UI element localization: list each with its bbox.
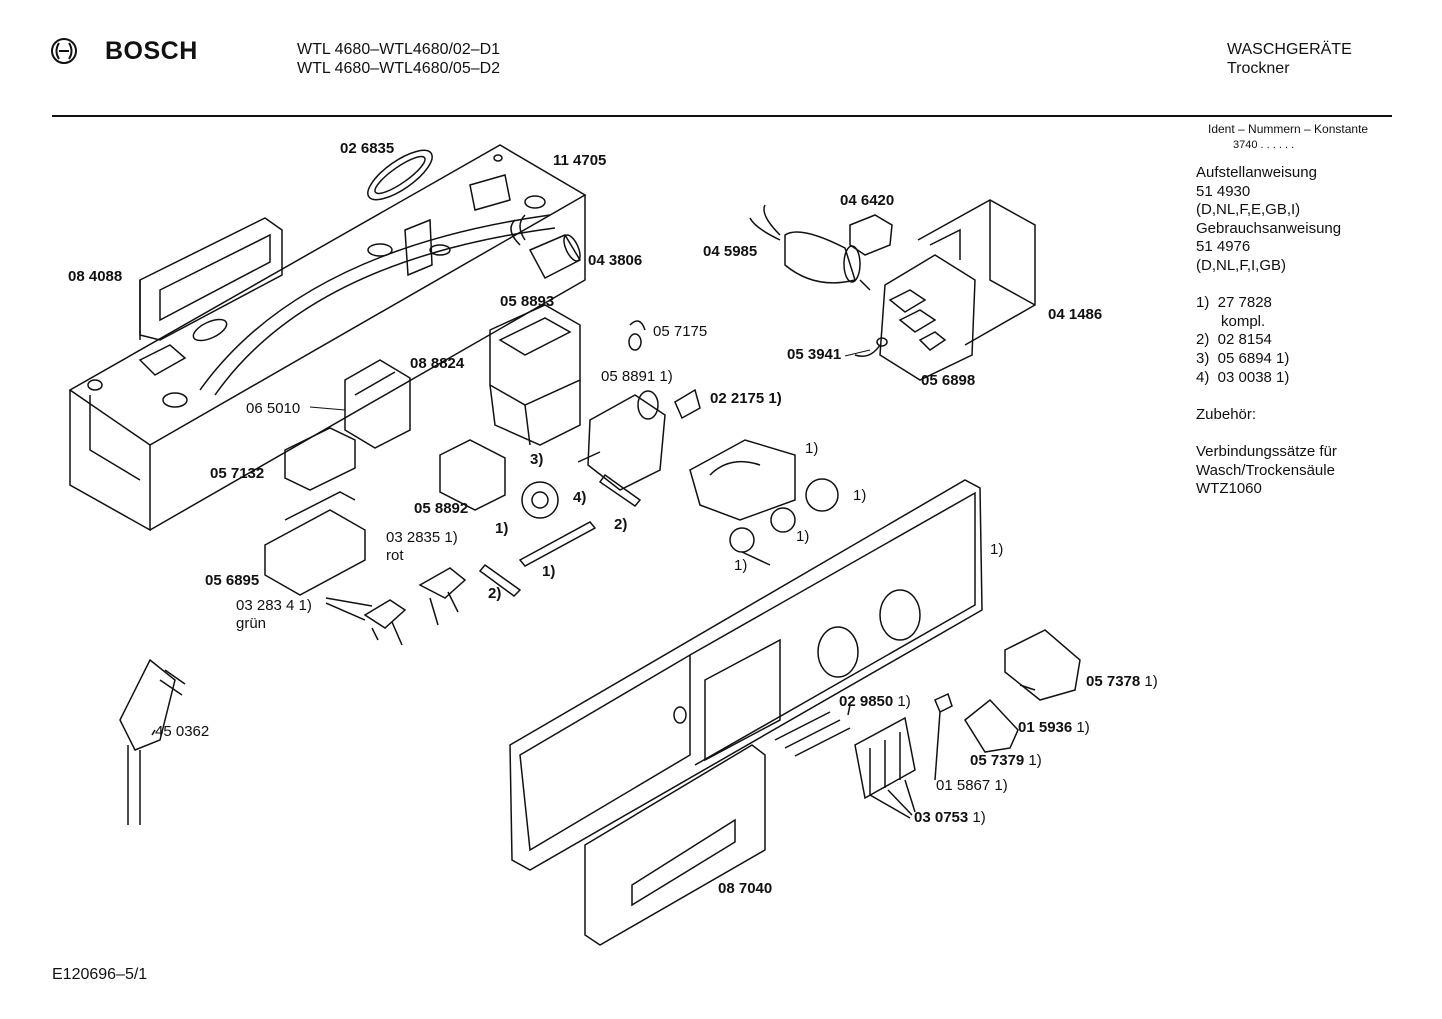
sidebar-note-line: Gebrauchsanweisung [1196,219,1342,237]
part-label: 05 6898 [921,372,976,389]
part-label: 05 8891 1) [601,368,673,385]
clip-part [674,388,701,420]
leader-lines [309,349,871,411]
sidebar-note-line: 1) 27 7828 [1196,294,1272,312]
part-label: 03 0753 1) [914,809,986,826]
part-label: 3) [530,451,544,468]
sidebar-note-line: kompl. [1196,312,1266,330]
drawing-code: E120696–5/1 [52,966,148,983]
sidebar-note-line: Wasch/Trockensäule [1196,461,1335,479]
part-label: 04 6420 [840,192,895,209]
part-label: 04 5985 [703,243,758,260]
header-divider [52,115,1392,117]
part-label: 1) [805,440,819,457]
control-bracket-part [68,144,587,532]
sidebar-note-line: 3) 05 6894 1) [1196,349,1290,367]
part-label: 05 6895 [205,572,260,589]
lower-panel-part [584,744,766,946]
selector-switch-part [439,439,506,511]
part-label: rot [386,547,404,564]
model-line-2: WTL 4680–WTL4680/05–D2 [297,60,501,77]
part-label: 08 7040 [718,880,773,897]
part-label: 08 4088 [68,268,123,285]
part-label: 05 7379 1) [970,752,1042,769]
sidebar-note-line: 4) 03 0038 1) [1196,368,1290,386]
connector-block-part [264,491,366,596]
power-cord-part [119,658,186,825]
large-capacitor-part [749,204,871,291]
part-label: 02 6835 [340,140,395,157]
part-label: 06 5010 [246,400,301,417]
category-title: WASCHGERÄTE [1227,41,1352,58]
part-label: 05 7378 1) [1086,673,1158,690]
part-label: 08 8824 [410,355,465,372]
motor-part [577,390,666,491]
sensor-part [854,337,888,357]
part-label: 1) [853,487,867,504]
sidebar-note-line: 51 4930 [1196,182,1251,200]
part-label: 4) [573,489,587,506]
part-label: 11 4705 [553,152,607,169]
switch-part [344,359,411,449]
gear-parts [521,478,839,566]
part-label: 02 2175 1) [710,390,782,407]
part-label: 1) [542,563,556,580]
knob-parts [934,629,1081,753]
part-label: 04 1486 [1048,306,1103,323]
part-label: 1) [495,520,509,537]
part-label: 05 8893 [500,293,555,310]
bosch-logo-icon [50,37,78,70]
ident-value: 3740 . . . . . . [1233,139,1295,151]
circuit-board-part [879,199,1036,381]
part-label: 03 2835 1) [386,529,458,546]
sidebar-note-line: Verbindungssätze für [1196,442,1337,460]
part-label: 01 5867 1) [936,777,1008,794]
part-label: 03 283 4 1) [236,597,312,614]
plug-parts [325,567,467,646]
brand-name: BOSCH [105,37,198,65]
button-parts [774,704,941,819]
part-label: 2) [488,585,502,602]
ident-label: Ident – Nummern – Konstante [1208,122,1369,136]
part-label: 1) [990,541,1004,558]
relay-part [849,214,893,256]
part-label: 05 7175 [653,323,708,340]
part-label: 04 3806 [588,252,643,269]
subcategory-title: Trockner [1227,60,1290,77]
model-line-1: WTL 4680–WTL4680/02–D1 [297,41,501,58]
timer-block-part [489,304,581,446]
sidebar-note-line: WTZ1060 [1196,480,1262,498]
part-label: 05 7132 [210,465,265,482]
part-label: grün [236,615,267,632]
part-label: 05 8892 [414,500,469,517]
part-label: 1) [734,557,748,574]
sidebar-note-line: 51 4976 [1196,238,1251,256]
sidebar-note-line: Aufstellanweisung [1196,164,1317,181]
lamp-part [628,320,646,351]
part-label: 1) [796,528,810,545]
motor-bracket-part [689,439,796,521]
cover-part [139,217,283,341]
terminal-strip-part [284,427,356,491]
part-label: 02 9850 1) [839,693,911,710]
sidebar-note-line: (D,NL,F,E,GB,I) [1196,201,1301,219]
sidebar-note-line: Zubehör: [1196,405,1257,423]
part-label: 01 5936 1) [1018,719,1090,736]
part-label: 45 0362 [155,723,210,740]
sidebar-note-line: (D,NL,F,I,GB) [1196,256,1287,274]
front-panel-part [509,479,983,871]
sidebar-note-line: 2) 02 8154 [1196,331,1272,349]
capacitor-part [510,214,582,280]
part-label: 05 3941 [787,346,842,363]
slider-part [478,473,642,597]
gasket-part [367,149,433,201]
part-label: 2) [614,516,628,533]
